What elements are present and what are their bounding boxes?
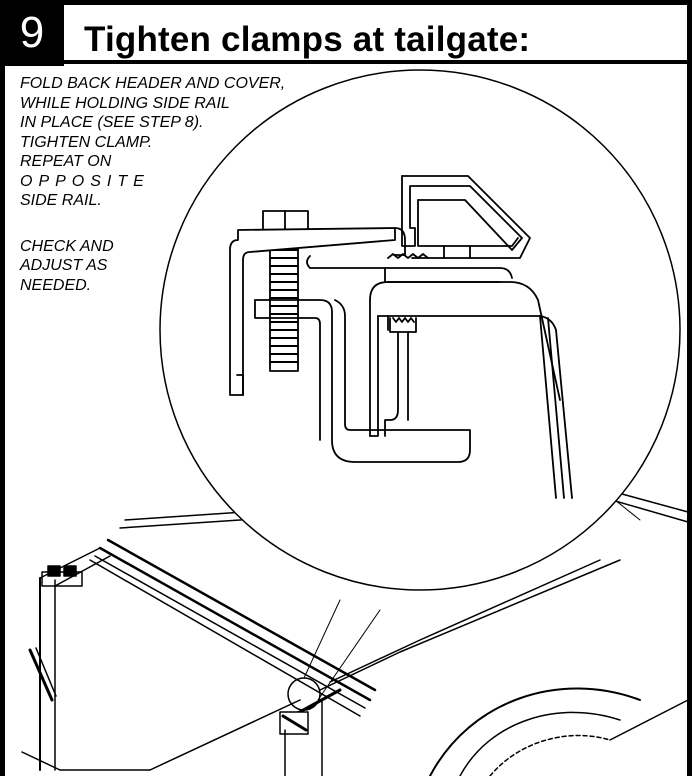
- clamp-detail-drawing: [229, 175, 573, 499]
- instruction-line: OPPOSITE: [20, 172, 150, 190]
- instruction-line: NEEDED.: [20, 276, 92, 294]
- instruction-line: SIDE RAIL.: [20, 192, 102, 209]
- instruction-text: FOLD BACK HEADER AND COVER, WHILE HOLDIN…: [20, 74, 350, 295]
- instruction-line: IN PLACE (SEE STEP 8).: [20, 114, 204, 131]
- title-underline: [64, 60, 687, 64]
- step-title: Tighten clamps at tailgate:: [84, 20, 531, 59]
- instruction-line: CHECK AND: [20, 237, 114, 255]
- detail-magnifier-circle: [159, 69, 681, 591]
- instruction-line: TIGHTEN CLAMP.: [20, 133, 153, 151]
- step-number: 9: [19, 8, 45, 57]
- instruction-line: ADJUST AS: [20, 257, 108, 274]
- instruction-line: REPEAT ON: [20, 153, 112, 170]
- truck-bed-drawing: [21, 487, 689, 776]
- instruction-line: WHILE HOLDING SIDE RAIL: [20, 94, 230, 112]
- instruction-line: FOLD BACK HEADER AND COVER,: [20, 75, 286, 92]
- step-number-badge: 9: [0, 0, 64, 66]
